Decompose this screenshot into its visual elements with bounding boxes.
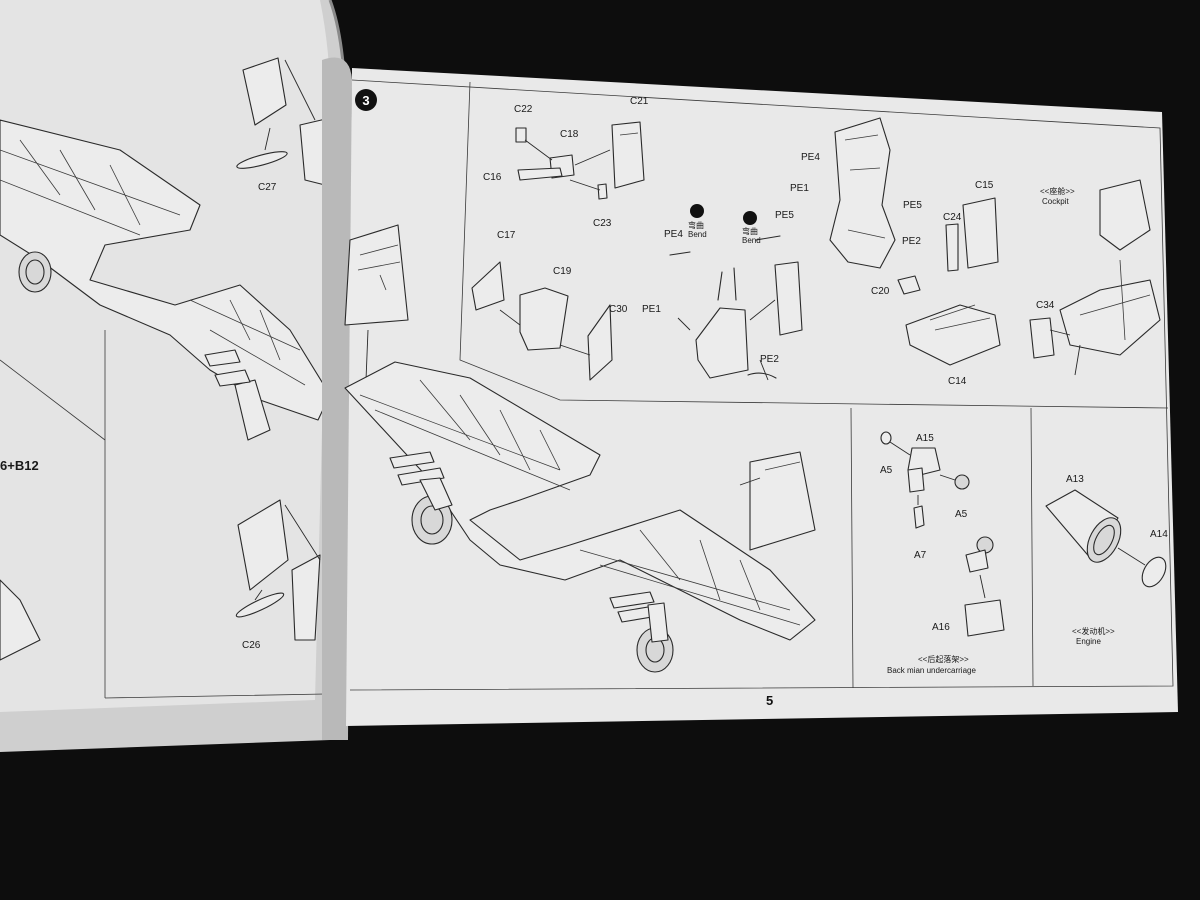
left-wing-drawing (0, 119, 331, 441)
label-b12: 6+B12 (0, 458, 39, 473)
cockpit-caption-en: Cockpit (1042, 197, 1069, 206)
label-c26: C26 (242, 640, 261, 651)
label-a16: A16 (932, 622, 950, 633)
label-c14: C14 (948, 376, 967, 387)
undercarriage-caption-cn: <<后起落架>> (918, 654, 969, 664)
label-a5-b: A5 (955, 509, 968, 520)
label-pe4-b: PE4 (801, 152, 820, 163)
engine-parts (1045, 489, 1167, 588)
undercarriage-parts (880, 431, 1005, 637)
label-c17: C17 (497, 230, 516, 241)
label-pe2-a: PE2 (760, 354, 779, 365)
label-c22: C22 (514, 104, 533, 115)
label-c15: C15 (975, 180, 994, 191)
label-c16: C16 (483, 172, 502, 183)
label-pe1-a: PE1 (642, 304, 661, 315)
label-c21: C21 (630, 96, 649, 107)
label-pe4-a: PE4 (664, 229, 683, 240)
label-a13: A13 (1066, 474, 1084, 485)
label-a5-a: A5 (880, 465, 893, 476)
bottom-panel-dividers (850, 407, 1034, 689)
left-page: C27 C26 6+B12 02866 (0, 0, 358, 752)
label-pe1-b: PE1 (790, 183, 809, 194)
label-pe5-b: PE5 (903, 200, 922, 211)
book-spine (322, 57, 352, 740)
step-number: 3 (362, 93, 369, 108)
label-pe5-a: PE5 (775, 210, 794, 221)
cockpit-parts (471, 117, 1161, 381)
label-pe2-b: PE2 (902, 236, 921, 247)
label-a15: A15 (916, 433, 934, 444)
label-c30: C30 (609, 304, 628, 315)
label-bend-cn-1: 弯曲 (688, 220, 704, 230)
label-c18: C18 (560, 129, 579, 140)
label-c19: C19 (553, 266, 572, 277)
label-a7: A7 (914, 550, 927, 561)
cockpit-panel-border (459, 81, 1169, 409)
step-number-badge (355, 89, 377, 111)
engine-caption-en: Engine (1076, 637, 1101, 646)
c26-parts: C26 (235, 499, 321, 651)
label-a14: A14 (1150, 529, 1168, 540)
aircraft-assembly-drawing (344, 224, 816, 673)
undercarriage-caption-en: Back mian undercarriage (887, 666, 976, 675)
label-bend-en-1: Bend (688, 230, 707, 239)
right-page: 3 (344, 68, 1178, 726)
label-bend-en-2: Bend (742, 236, 761, 245)
page-frame (349, 79, 1174, 691)
cockpit-caption-cn: <<座舱>> (1040, 186, 1075, 196)
label-c34: C34 (1036, 300, 1055, 311)
label-bend-cn-2: 弯曲 (742, 226, 758, 236)
label-c27: C27 (258, 182, 277, 193)
label-c20: C20 (871, 286, 890, 297)
engine-caption-cn: <<发动机>> (1072, 626, 1115, 636)
label-c23: C23 (593, 218, 612, 229)
label-c24: C24 (943, 212, 962, 223)
page-number: 5 (766, 693, 773, 708)
